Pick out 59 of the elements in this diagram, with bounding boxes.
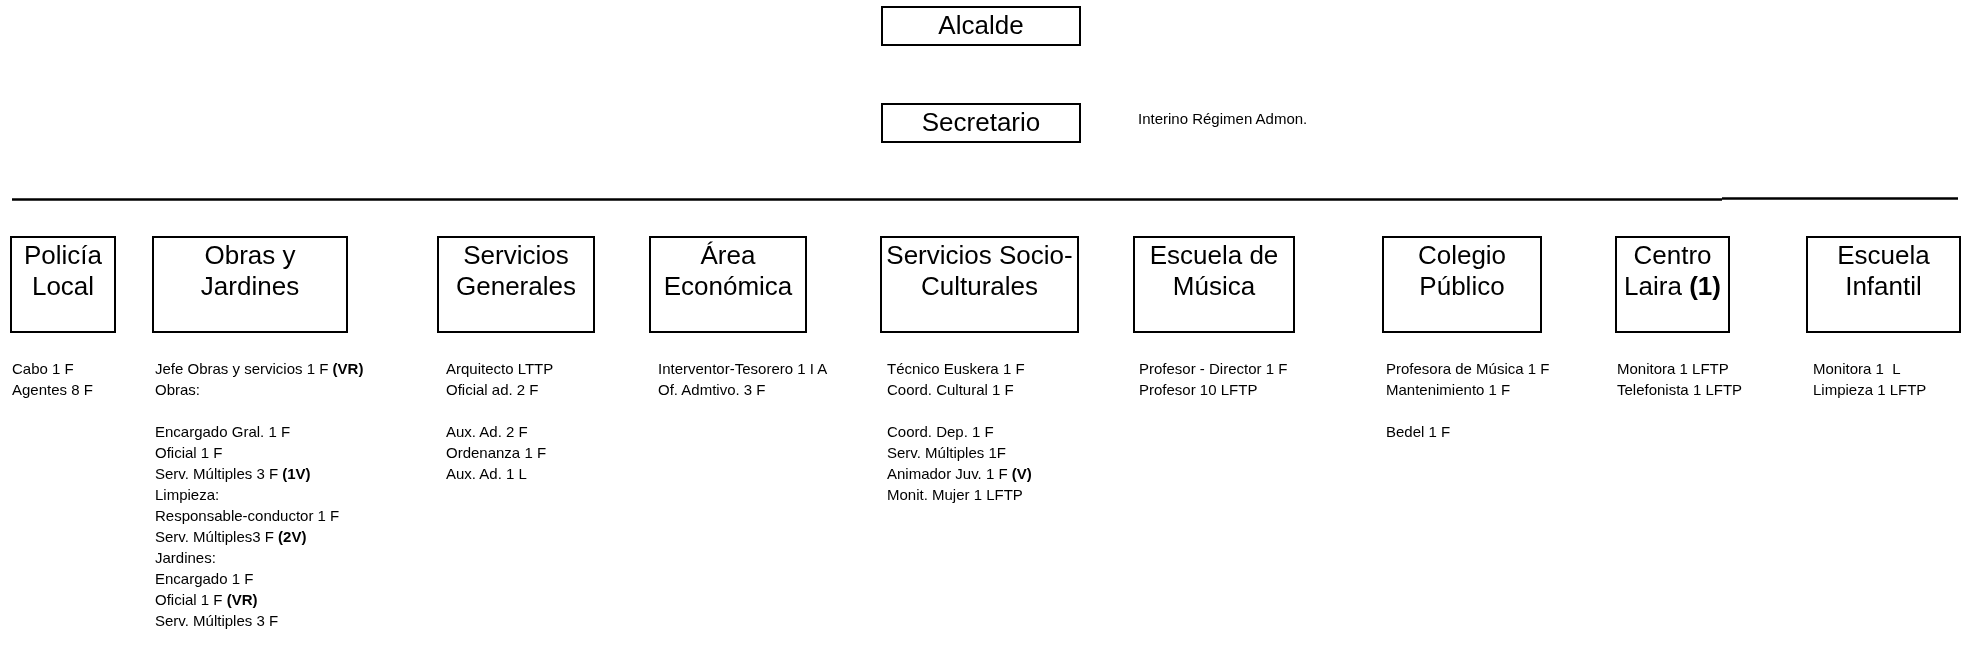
staff-entry: Serv. Múltiples 3 F xyxy=(155,611,279,631)
staff-entry: Jardines: xyxy=(155,548,216,568)
unit-title: Escuela de Música xyxy=(1149,240,1279,301)
staff-entry: Encargado 1 F xyxy=(155,569,254,589)
staff-entry: Profesor 10 LFTP xyxy=(1139,380,1258,400)
staff-entry: Coord. Dep. 1 F xyxy=(887,422,994,442)
unit-title: Servicios Generales xyxy=(456,240,576,301)
staff-entry: Monitora 1 L xyxy=(1813,359,1901,379)
staff-entry: Ordenanza 1 F xyxy=(446,443,547,463)
org-unit-box xyxy=(881,6,1081,46)
unit-title: Colegio Público xyxy=(1417,240,1507,301)
unit-title: Alcalde xyxy=(938,10,1024,40)
staff-entry: Bedel 1 F xyxy=(1386,422,1451,442)
staff-entry: Limpieza 1 LFTP xyxy=(1813,380,1927,400)
unit-title: Centro Laira (1) xyxy=(1624,240,1721,301)
note-text: Interino Régimen Admon. xyxy=(1138,110,1308,127)
org-unit-box xyxy=(152,236,348,333)
unit-title: Obras y Jardines xyxy=(200,240,300,301)
staff-entry: Monit. Mujer 1 LFTP xyxy=(887,485,1023,505)
unit-title: Escuela Infantil xyxy=(1837,240,1930,301)
staff-entry: Serv. Múltiples 1F xyxy=(887,443,1006,463)
org-unit-box xyxy=(649,236,807,333)
staff-entry: Oficial 1 F xyxy=(155,443,223,463)
org-unit-box xyxy=(10,236,116,333)
unit-title: Policía Local xyxy=(23,240,102,301)
unit-title: Área Económica xyxy=(663,240,793,301)
staff-entry: Aux. Ad. 1 L xyxy=(446,464,527,484)
staff-entry: Obras: xyxy=(155,380,200,400)
org-unit-box xyxy=(1806,236,1961,333)
org-unit-box xyxy=(1382,236,1542,333)
staff-entry: Mantenimiento 1 F xyxy=(1386,380,1511,400)
staff-entry: Oficial ad. 2 F xyxy=(446,380,539,400)
unit-title: Secretario xyxy=(921,107,1041,137)
staff-entry: Arquitecto LTTP xyxy=(446,359,554,379)
staff-entry: Encargado Gral. 1 F xyxy=(155,422,291,442)
org-unit-box xyxy=(881,103,1081,143)
staff-entry: Profesor - Director 1 F xyxy=(1139,359,1288,379)
staff-entry: Aux. Ad. 2 F xyxy=(446,422,528,442)
org-unit-box xyxy=(880,236,1079,333)
unit-title: Servicios Socio-Culturales xyxy=(886,240,1073,301)
staff-entry: Oficial 1 F (VR) xyxy=(155,590,258,610)
org-unit-box xyxy=(437,236,595,333)
staff-entry: Limpieza: xyxy=(155,485,220,505)
staff-entry: Coord. Cultural 1 F xyxy=(887,380,1014,400)
staff-entry: Responsable-conductor 1 F xyxy=(155,506,340,526)
staff-entry: Animador Juv. 1 F (V) xyxy=(887,464,1032,484)
staff-entry: Telefonista 1 LFTP xyxy=(1617,380,1743,400)
staff-entry: Jefe Obras y servicios 1 F (VR) xyxy=(155,359,364,379)
staff-entry: Profesora de Música 1 F xyxy=(1386,359,1550,379)
staff-entry: Cabo 1 F xyxy=(12,359,74,379)
staff-entry: Agentes 8 F xyxy=(12,380,93,400)
org-unit-box xyxy=(1615,236,1730,333)
staff-entry: Técnico Euskera 1 F xyxy=(887,359,1025,379)
org-unit-box xyxy=(1133,236,1295,333)
staff-entry: Interventor-Tesorero 1 I A xyxy=(658,359,828,379)
staff-entry: Of. Admtivo. 3 F xyxy=(658,380,766,400)
staff-entry: Serv. Múltiples 3 F (1V) xyxy=(155,464,311,484)
staff-entry: Serv. Múltiples3 F (2V) xyxy=(155,527,307,547)
staff-entry: Monitora 1 LFTP xyxy=(1617,359,1729,379)
